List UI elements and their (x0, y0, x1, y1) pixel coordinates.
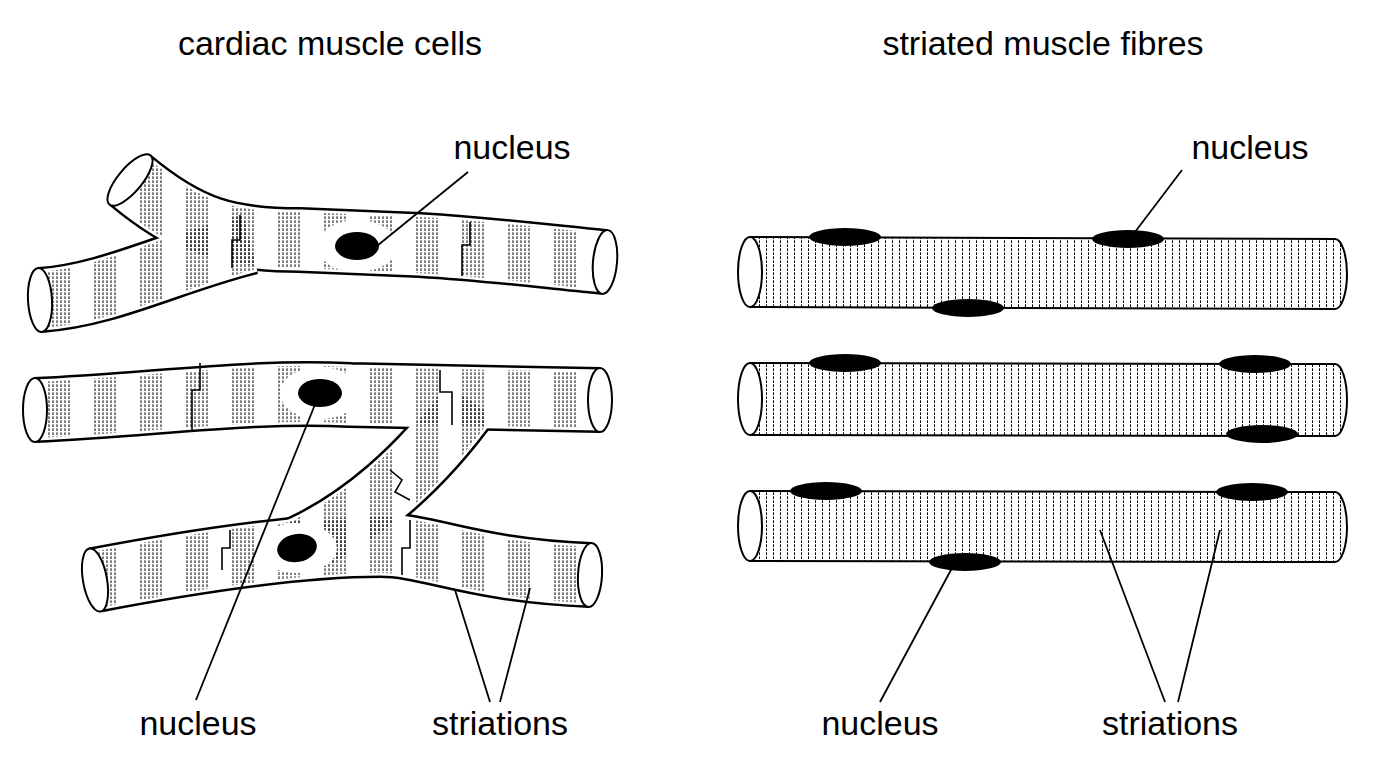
striations-label: striations (429, 704, 571, 743)
nucleus-label: nucleus (450, 128, 573, 167)
cardiac-nucleus (275, 232, 379, 565)
striations-label: striations (1099, 704, 1241, 743)
panel-heading: cardiac muscle cells (175, 24, 485, 63)
leader-lines (196, 170, 1220, 702)
fibre-nucleus (790, 228, 1298, 571)
striated-fibres (738, 228, 1347, 571)
panel-heading: striated muscle fibres (879, 24, 1206, 63)
nucleus-label: nucleus (818, 704, 941, 743)
cardiac-cells (23, 148, 620, 614)
nucleus-label: nucleus (1188, 128, 1311, 167)
nucleus-label: nucleus (136, 704, 259, 743)
